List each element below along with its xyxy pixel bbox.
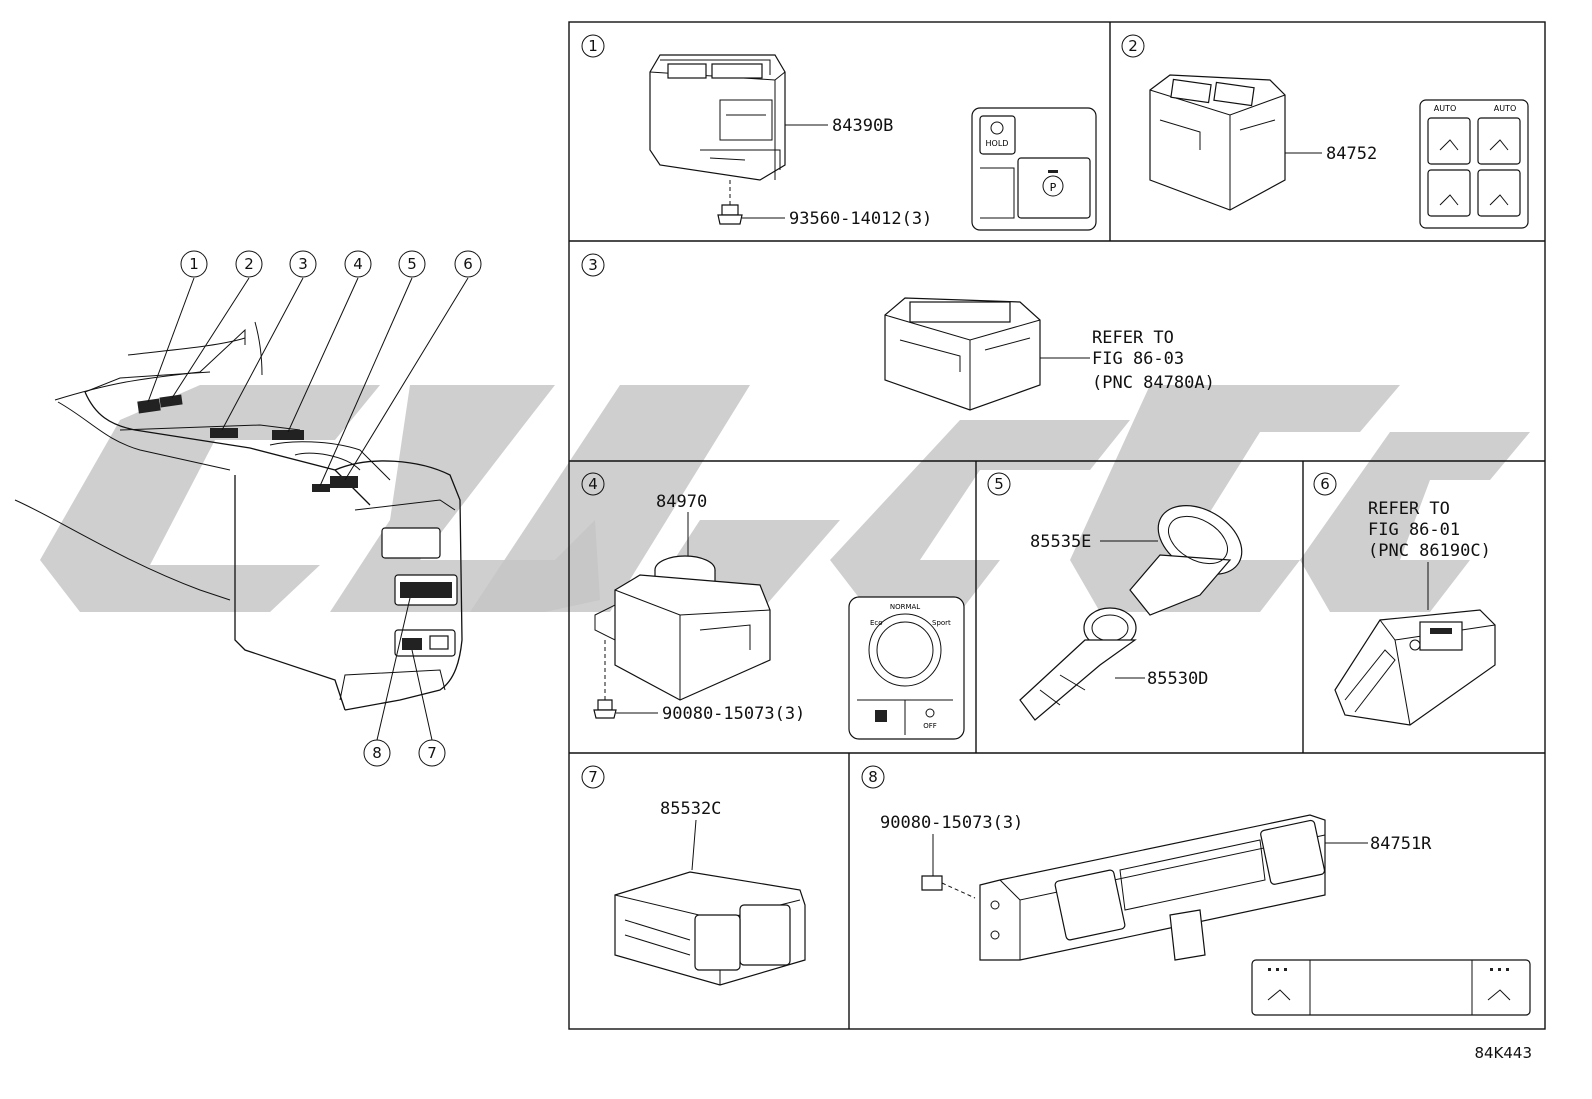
panel-2: 2 84752 AUTO AUTO bbox=[1121, 34, 1529, 229]
callout-7: 7 bbox=[418, 739, 446, 767]
svg-text:HOLD: HOLD bbox=[986, 139, 1009, 148]
svg-text:OFF: OFF bbox=[923, 722, 937, 730]
refer-line-1: REFER TO bbox=[1092, 328, 1174, 348]
svg-text:3: 3 bbox=[588, 256, 598, 274]
svg-text:5: 5 bbox=[994, 475, 1004, 493]
callout-8: 8 bbox=[363, 739, 391, 767]
svg-text:AUTO: AUTO bbox=[1434, 104, 1457, 113]
panel-7: 7 85532C bbox=[581, 765, 806, 986]
part-85532c-label: 85532C bbox=[660, 799, 721, 819]
panel-4: 4 84970 90080-15073(3) Eco NORMAL Sport bbox=[581, 472, 965, 740]
power-outlet-socket-drawing bbox=[1019, 607, 1137, 721]
console-overview bbox=[14, 277, 469, 741]
panel-5: 5 85535E 85530D bbox=[987, 472, 1243, 721]
overview-callouts: 1 2 3 4 5 6 8 7 bbox=[180, 250, 482, 767]
svg-text:1: 1 bbox=[588, 37, 598, 55]
part-90080-label: 90080-15073(3) bbox=[880, 813, 1023, 833]
refer-line-2: FIG 86-01 bbox=[1368, 520, 1460, 540]
svg-text:2: 2 bbox=[1128, 37, 1138, 55]
seat-heater-switch-face bbox=[1251, 959, 1531, 1016]
part-93560-label: 93560-14012(3) bbox=[789, 209, 932, 229]
screw-icon bbox=[593, 699, 617, 719]
screw-icon bbox=[921, 875, 976, 899]
svg-text:AUTO: AUTO bbox=[1494, 104, 1517, 113]
switch-84390b-drawing bbox=[649, 54, 786, 181]
diagram-code: 84K443 bbox=[1474, 1044, 1532, 1062]
svg-text:4: 4 bbox=[588, 475, 598, 493]
svg-text:8: 8 bbox=[868, 768, 878, 786]
part-85530d-label: 85530D bbox=[1147, 669, 1208, 689]
callout-1: 1 bbox=[180, 250, 208, 278]
callout-4: 4 bbox=[344, 250, 372, 278]
refer-line-2: FIG 86-03 bbox=[1092, 349, 1184, 369]
refer-line-1: REFER TO bbox=[1368, 499, 1450, 519]
drive-mode-knob-drawing bbox=[594, 555, 771, 701]
usb-port-drawing bbox=[1334, 609, 1496, 726]
screw-icon bbox=[717, 204, 743, 225]
svg-text:Sport: Sport bbox=[932, 619, 951, 627]
parking-hold-switch-face: HOLD P bbox=[971, 107, 1097, 231]
part-85535e-label: 85535E bbox=[1030, 532, 1091, 552]
callout-2: 2 bbox=[235, 250, 263, 278]
svg-text:3: 3 bbox=[298, 255, 308, 273]
power-socket-switch-drawing bbox=[614, 871, 806, 986]
refer-line-3: (PNC 86190C) bbox=[1368, 541, 1491, 561]
callout-6: 6 bbox=[454, 250, 482, 278]
svg-text:4: 4 bbox=[353, 255, 363, 273]
svg-text:1: 1 bbox=[189, 255, 199, 273]
part-84752-label: 84752 bbox=[1326, 144, 1377, 164]
svg-text:Eco: Eco bbox=[870, 619, 883, 627]
svg-text:6: 6 bbox=[1320, 475, 1330, 493]
callout-3: 3 bbox=[289, 250, 317, 278]
panel-3: 3 REFER TO FIG 86-03 (PNC 84780A) bbox=[581, 253, 1215, 411]
power-outlet-cap-drawing bbox=[1129, 505, 1243, 616]
panel-grid bbox=[568, 21, 1546, 1030]
svg-text:P: P bbox=[1050, 181, 1057, 194]
svg-text:5: 5 bbox=[407, 255, 417, 273]
part-84751r-label: 84751R bbox=[1370, 834, 1432, 854]
panel-6: 6 REFER TO FIG 86-01 (PNC 86190C) bbox=[1313, 472, 1496, 726]
seat-heater-switch-face: AUTO AUTO bbox=[1419, 99, 1529, 229]
part-84970-label: 84970 bbox=[656, 492, 707, 512]
svg-text:7: 7 bbox=[588, 768, 598, 786]
refer-line-3: (PNC 84780A) bbox=[1092, 373, 1215, 393]
panel-8: 8 90080-15073(3) 84751R bbox=[861, 765, 1531, 1016]
svg-text:6: 6 bbox=[463, 255, 473, 273]
svg-text:8: 8 bbox=[372, 744, 382, 762]
switch-84752-drawing bbox=[1149, 74, 1286, 211]
svg-text:NORMAL: NORMAL bbox=[890, 603, 920, 611]
drive-mode-switch-face: Eco NORMAL Sport OFF bbox=[848, 596, 965, 740]
switch-84780a-drawing bbox=[884, 297, 1041, 411]
part-84390b-label: 84390B bbox=[832, 116, 893, 136]
seat-heater-switch-84751r-drawing bbox=[979, 814, 1326, 961]
panel-1: 1 84390B 93560-14012(3) HOLD bbox=[581, 34, 1097, 231]
svg-text:2: 2 bbox=[244, 255, 254, 273]
svg-text:7: 7 bbox=[427, 744, 437, 762]
callout-5: 5 bbox=[398, 250, 426, 278]
part-90080-label: 90080-15073(3) bbox=[662, 704, 805, 724]
watermark-logo bbox=[40, 385, 1530, 612]
